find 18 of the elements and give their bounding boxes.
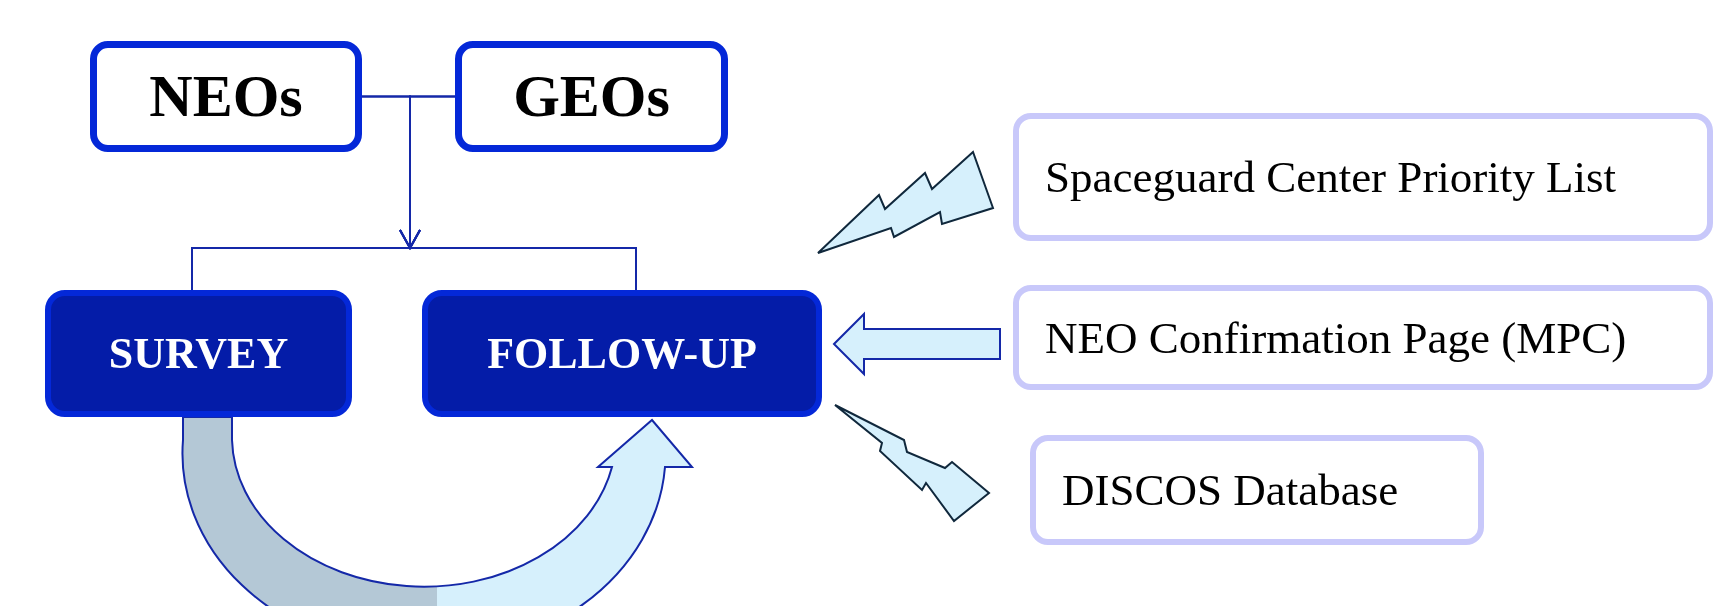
node-label: GEOs <box>513 62 670 131</box>
process-box <box>45 290 352 417</box>
process-box <box>455 41 728 152</box>
lightning-bolt <box>834 404 991 523</box>
process-box <box>422 290 822 417</box>
block-arrow <box>832 311 1001 377</box>
node-label: NEO Confirmation Page (MPC) <box>1045 311 1627 364</box>
node-label: DISCOS Database <box>1062 464 1399 516</box>
node-label: Spaceguard Center Priority List <box>1045 151 1617 203</box>
source-box <box>1013 285 1713 390</box>
curved-arrow <box>181 416 693 606</box>
process-box <box>90 41 362 152</box>
node-label: NEOs <box>149 62 303 131</box>
lightning-bolt <box>817 150 995 254</box>
node-label: SURVEY <box>108 328 289 379</box>
source-box <box>1030 435 1484 545</box>
source-box <box>1013 113 1713 241</box>
node-label: FOLLOW-UP <box>487 328 757 379</box>
